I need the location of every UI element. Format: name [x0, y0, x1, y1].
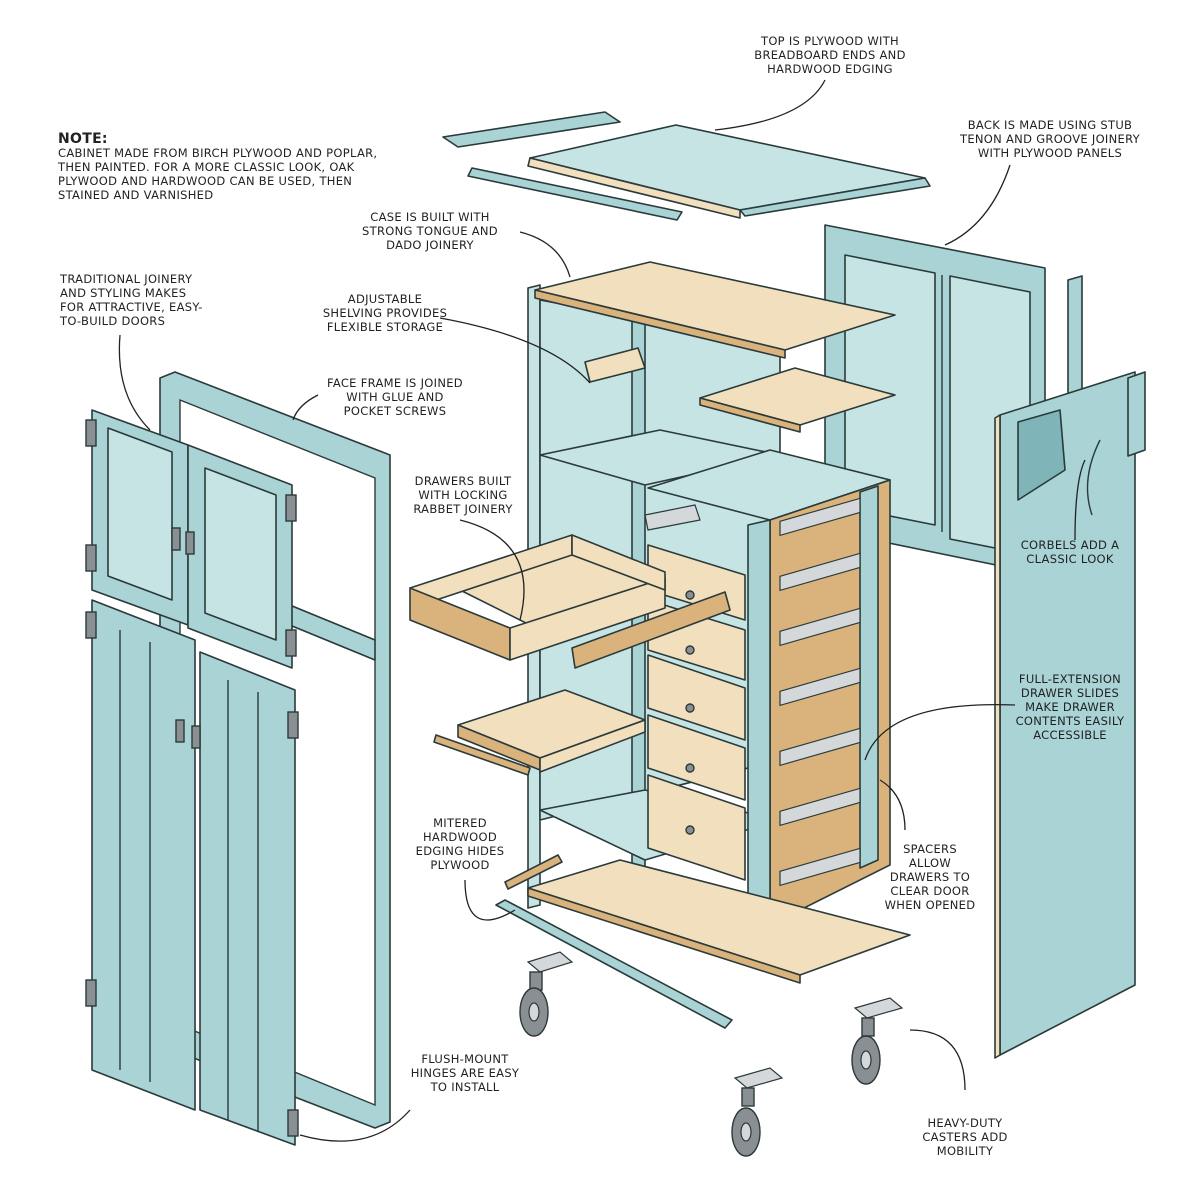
drawer-front	[647, 654, 746, 741]
drawer-right-side	[509, 577, 666, 661]
callout-hinges: FLUSH-MOUNT HINGES ARE EASY TO INSTALL	[410, 1052, 520, 1094]
knob	[171, 527, 181, 551]
corbel-bracket	[1127, 371, 1146, 457]
mitered-edging-front	[495, 899, 733, 1029]
top-panel-edge	[527, 157, 741, 219]
hinge	[85, 419, 97, 447]
top-breadboard-end	[442, 111, 621, 148]
drawer-slide	[779, 727, 861, 767]
adjustable-shelf-right-edge	[699, 397, 801, 433]
drawer-column	[647, 449, 891, 931]
drawer-pull	[685, 645, 695, 655]
shelf-edge-strip	[433, 734, 531, 776]
casters	[519, 951, 904, 1157]
top-edging-strip	[467, 167, 683, 221]
spacer-strip	[859, 485, 879, 869]
knob	[175, 719, 185, 743]
side-panel-edge	[994, 414, 1001, 1059]
upper-door-left-panel	[107, 427, 173, 601]
upper-doors	[85, 409, 297, 669]
upper-shelf-small	[584, 347, 646, 383]
open-drawer	[409, 534, 666, 661]
hinge	[85, 544, 97, 572]
lower-door-right	[199, 651, 296, 1146]
drawer-pull	[685, 825, 695, 835]
callout-shelving: ADJUSTABLE SHELVING PROVIDES FLEXIBLE ST…	[322, 292, 448, 334]
callout-face-frame: FACE FRAME IS JOINED WITH GLUE AND POCKE…	[327, 376, 463, 418]
note-callout: NOTE: CABINET MADE FROM BIRCH PLYWOOD AN…	[58, 118, 388, 202]
drawer-pull	[685, 590, 695, 600]
callout-case: CASE IS BUILT WITH STRONG TONGUE AND DAD…	[362, 210, 498, 252]
caster	[519, 951, 574, 1037]
callout-top: TOP IS PLYWOOD WITH BREADBOARD ENDS AND …	[754, 34, 906, 76]
top-right-breadboard	[739, 177, 931, 217]
drawer-front	[647, 714, 746, 801]
callout-drawers: DRAWERS BUILT WITH LOCKING RABBET JOINER…	[413, 474, 513, 516]
drawer-slide	[779, 607, 861, 647]
corbel-curve	[1086, 439, 1101, 516]
lower-doors	[85, 599, 299, 1146]
drawer-slide	[779, 497, 861, 537]
drawer-column-front-edge	[747, 519, 771, 931]
hinge	[85, 979, 97, 1007]
right-side-panel	[994, 371, 1146, 1059]
leader-lines	[118, 79, 1086, 1142]
note-label: NOTE:	[58, 131, 108, 147]
mitered-edging-small	[504, 854, 563, 890]
lower-door-left	[91, 599, 196, 1111]
hinge	[287, 1109, 299, 1137]
knob	[185, 531, 195, 555]
drawer-slide-hardware	[644, 504, 701, 531]
case-top-edge	[534, 289, 786, 359]
knob	[191, 725, 201, 749]
drawer-pull	[685, 703, 695, 713]
top-assembly	[442, 111, 931, 221]
callout-spacers: SPACERS ALLOW DRAWERS TO CLEAR DOOR WHEN…	[884, 842, 976, 912]
upper-door-right-panel	[204, 467, 277, 641]
drawer-back	[571, 534, 666, 591]
callout-casters: HEAVY-DUTY CASTERS ADD MOBILITY	[922, 1116, 1008, 1158]
hinge	[287, 711, 299, 739]
back-side-strip	[1067, 275, 1083, 395]
hinge	[85, 611, 97, 639]
drawer-slide	[779, 552, 861, 592]
drawer-pull	[685, 763, 695, 773]
callout-edging: MITERED HARDWOOD EDGING HIDES PLYWOOD	[415, 816, 505, 872]
hinge	[285, 494, 297, 522]
caster	[851, 997, 904, 1085]
callout-joinery: TRADITIONAL JOINERY AND STYLING MAKES FO…	[60, 272, 203, 328]
corbel	[1017, 409, 1066, 501]
callout-slides: FULL-EXTENSION DRAWER SLIDES MAKE DRAWER…	[1015, 672, 1125, 742]
drawer-slide	[779, 667, 861, 707]
note-text: CABINET MADE FROM BIRCH PLYWOOD AND POPL…	[58, 146, 378, 202]
case-bottom-panel-edge	[527, 887, 801, 984]
callout-back: BACK IS MADE USING STUB TENON AND GROOVE…	[960, 118, 1140, 160]
drawer-slide	[779, 787, 861, 827]
drawer-front	[647, 774, 746, 881]
hinge	[285, 629, 297, 657]
drawer-rail	[571, 591, 731, 669]
caster	[731, 1067, 784, 1157]
drawer-slide	[779, 847, 861, 887]
callout-corbels: CORBELS ADD A CLASSIC LOOK	[1020, 538, 1120, 566]
pullout-shelf-front	[539, 719, 646, 773]
